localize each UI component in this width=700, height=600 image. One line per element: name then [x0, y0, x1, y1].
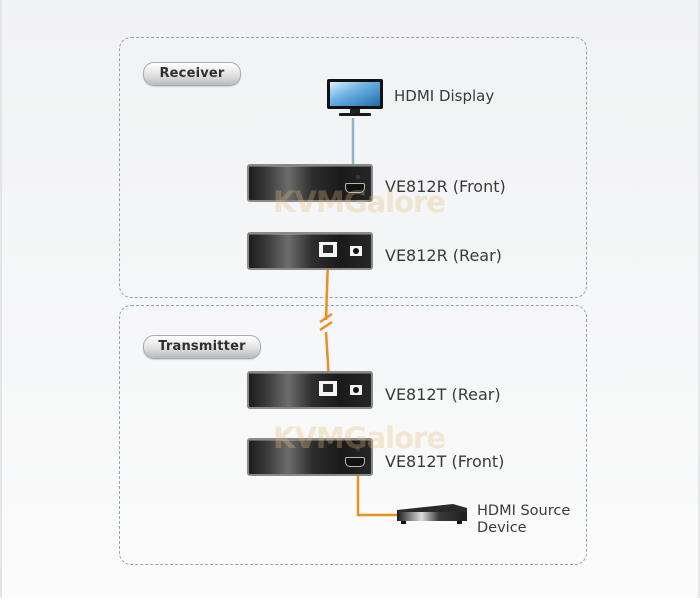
- cable-break-mark-2: [319, 320, 333, 332]
- transmitter-label: Transmitter: [143, 335, 261, 359]
- ve812r-rear-device: [247, 232, 373, 270]
- power-led: [356, 175, 360, 179]
- receiver-label: Receiver: [143, 62, 241, 86]
- power-port: [350, 246, 362, 256]
- watermark: KVMGalore: [273, 421, 446, 455]
- ve812r-rear-label: VE812R (Rear): [385, 246, 502, 265]
- rj45-port: [319, 242, 337, 257]
- hdmi-source-cable: [356, 473, 397, 517]
- receiver-group: [119, 37, 587, 298]
- hdmi-source-label-line1: HDMI Source: [477, 503, 571, 519]
- ve812t-front-label: VE812T (Front): [385, 452, 505, 471]
- watermark: KVMGalore: [273, 185, 446, 219]
- ve812t-front-device: [247, 438, 373, 476]
- power-port: [350, 385, 362, 395]
- hdmi-port: [345, 457, 365, 467]
- hdmi-port: [345, 183, 365, 193]
- rj45-port: [319, 381, 337, 396]
- ve812r-front-device: [247, 164, 373, 202]
- power-led: [356, 447, 360, 451]
- hdmi-display-label: HDMI Display: [394, 87, 495, 105]
- transmitter-group: [119, 305, 587, 565]
- ve812r-front-label: VE812R (Front): [385, 177, 506, 196]
- monitor-icon: [327, 79, 383, 116]
- hdmi-source-label-line2: Device: [477, 520, 527, 536]
- cable-break-mark-1: [319, 312, 333, 324]
- ve812t-rear-device: [247, 371, 373, 409]
- ve812t-rear-label: VE812T (Rear): [385, 385, 501, 404]
- media-player-icon: [397, 504, 467, 524]
